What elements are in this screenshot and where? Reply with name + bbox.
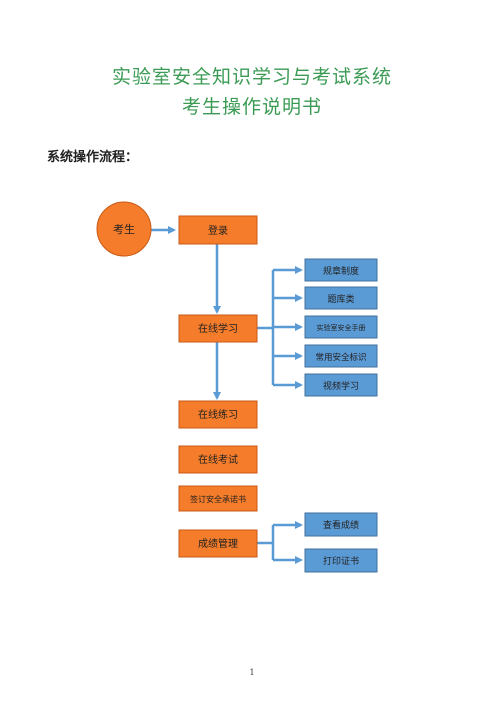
online-study-box [178,314,258,343]
score-item-box-2 [304,548,378,573]
score-mgmt-label: 成绩管理 [198,537,238,550]
study-item-label-5: 视频学习 [323,380,359,392]
study-item-box-5 [304,373,378,397]
study-item-label-4: 常用安全标识 [315,352,366,363]
sign-pledge-label: 签订安全承诺书 [190,494,246,504]
start-node-label: 考生 [113,222,135,236]
online-practice-box [178,400,258,429]
study-item-label-3: 实验室安全手册 [317,323,366,332]
score-item-box-1 [304,512,378,537]
study-item-label-2: 题库类 [327,293,354,305]
online-exam-box [178,445,258,474]
online-study-label: 在线学习 [198,322,238,335]
sign-pledge-box [178,485,258,512]
document-title-line1: 实验室安全知识学习与考试系统 [111,66,392,88]
flow-connectors [150,226,303,564]
study-item-box-3 [304,315,378,339]
score-item-label-2: 打印证书 [323,555,359,567]
section-heading: 系统操作流程： [47,150,139,165]
study-item-label-1: 规章制度 [323,265,359,277]
study-item-box-1 [304,258,378,282]
online-exam-label: 在线考试 [198,453,238,466]
score-item-label-1: 查看成绩 [323,519,359,531]
start-node [96,201,152,257]
login-label: 登录 [208,224,228,237]
login-box [178,215,258,245]
study-item-box-2 [304,286,378,310]
score-mgmt-box [178,529,258,558]
page-number: 1 [249,668,255,677]
online-practice-label: 在线练习 [198,408,238,421]
document-title-line2: 考生操作说明书 [181,96,322,118]
study-item-box-4 [304,344,378,368]
